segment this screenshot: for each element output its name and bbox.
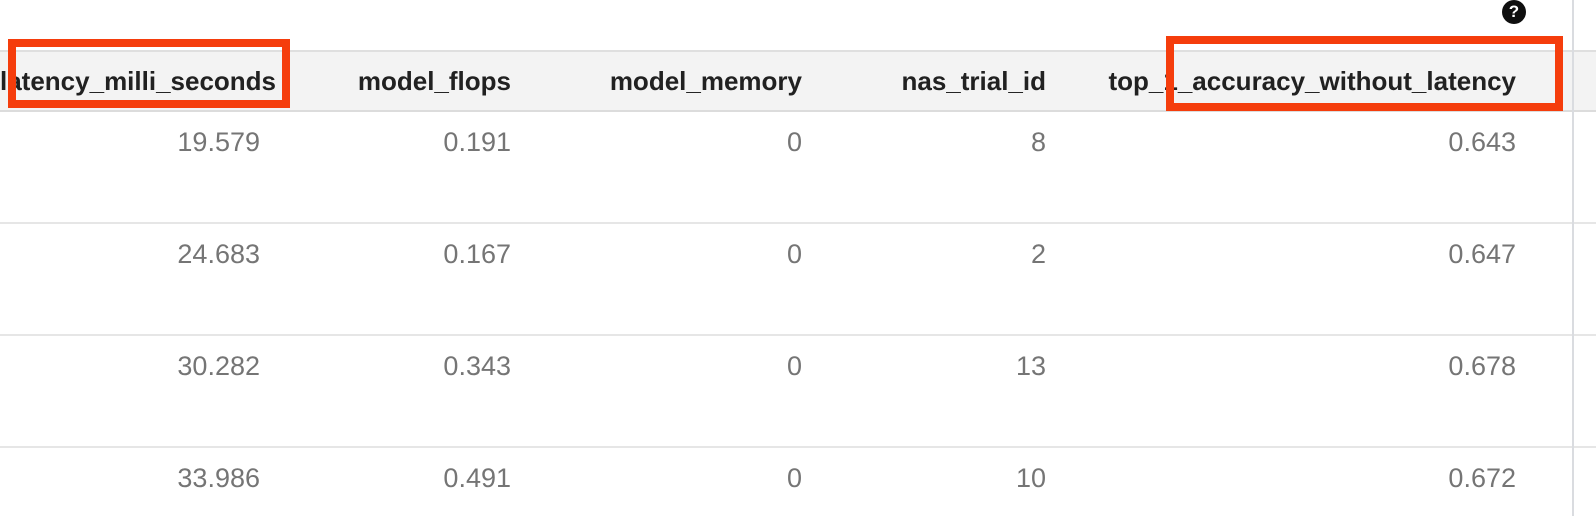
cell-latency-milli-seconds: 33.986 — [0, 447, 292, 516]
cell-top-1-accuracy-without-latency: 0.678 — [1078, 335, 1574, 448]
cell-latency-milli-seconds: 19.579 — [0, 111, 292, 224]
table-filler-cell — [1574, 111, 1596, 224]
help-icon[interactable]: ? — [1502, 0, 1526, 24]
cell-nas-trial-id: 10 — [834, 447, 1078, 516]
column-header-model-flops[interactable]: model_flops — [292, 50, 543, 112]
cell-latency-milli-seconds: 24.683 — [0, 223, 292, 336]
column-header-model-memory[interactable]: model_memory — [543, 50, 834, 112]
help-icon-glyph: ? — [1508, 2, 1520, 21]
cell-model-flops: 0.343 — [292, 335, 543, 448]
cell-model-memory: 0 — [543, 335, 834, 448]
cell-nas-trial-id: 13 — [834, 335, 1078, 448]
table-row[interactable]: 33.986 0.491 0 10 0.672 — [0, 447, 1596, 516]
table-row[interactable]: 30.282 0.343 0 13 0.678 — [0, 335, 1596, 448]
cell-latency-milli-seconds: 30.282 — [0, 335, 292, 448]
cell-top-1-accuracy-without-latency: 0.647 — [1078, 223, 1574, 336]
table-row[interactable]: 24.683 0.167 0 2 0.647 — [0, 223, 1596, 336]
column-header-top-1-accuracy-without-latency[interactable]: top_1_accuracy_without_latency — [1078, 50, 1574, 112]
trials-table: latency_milli_seconds model_flops model_… — [0, 50, 1596, 516]
cell-nas-trial-id: 8 — [834, 111, 1078, 224]
table-header-row: latency_milli_seconds model_flops model_… — [0, 50, 1596, 112]
table-header-filler-cell — [1574, 50, 1596, 112]
column-header-latency-milli-seconds[interactable]: latency_milli_seconds — [0, 50, 292, 112]
table-filler-cell — [1574, 447, 1596, 516]
column-header-nas-trial-id[interactable]: nas_trial_id — [834, 50, 1078, 112]
cell-model-memory: 0 — [543, 111, 834, 224]
table-filler-cell — [1574, 223, 1596, 336]
cell-model-flops: 0.191 — [292, 111, 543, 224]
table-right-column-border — [1572, 0, 1574, 516]
cell-model-memory: 0 — [543, 447, 834, 516]
cell-top-1-accuracy-without-latency: 0.672 — [1078, 447, 1574, 516]
cell-model-flops: 0.491 — [292, 447, 543, 516]
table-filler-cell — [1574, 335, 1596, 448]
table-row[interactable]: 19.579 0.191 0 8 0.643 — [0, 111, 1596, 224]
cell-model-flops: 0.167 — [292, 223, 543, 336]
cell-nas-trial-id: 2 — [834, 223, 1078, 336]
cell-top-1-accuracy-without-latency: 0.643 — [1078, 111, 1574, 224]
cell-model-memory: 0 — [543, 223, 834, 336]
